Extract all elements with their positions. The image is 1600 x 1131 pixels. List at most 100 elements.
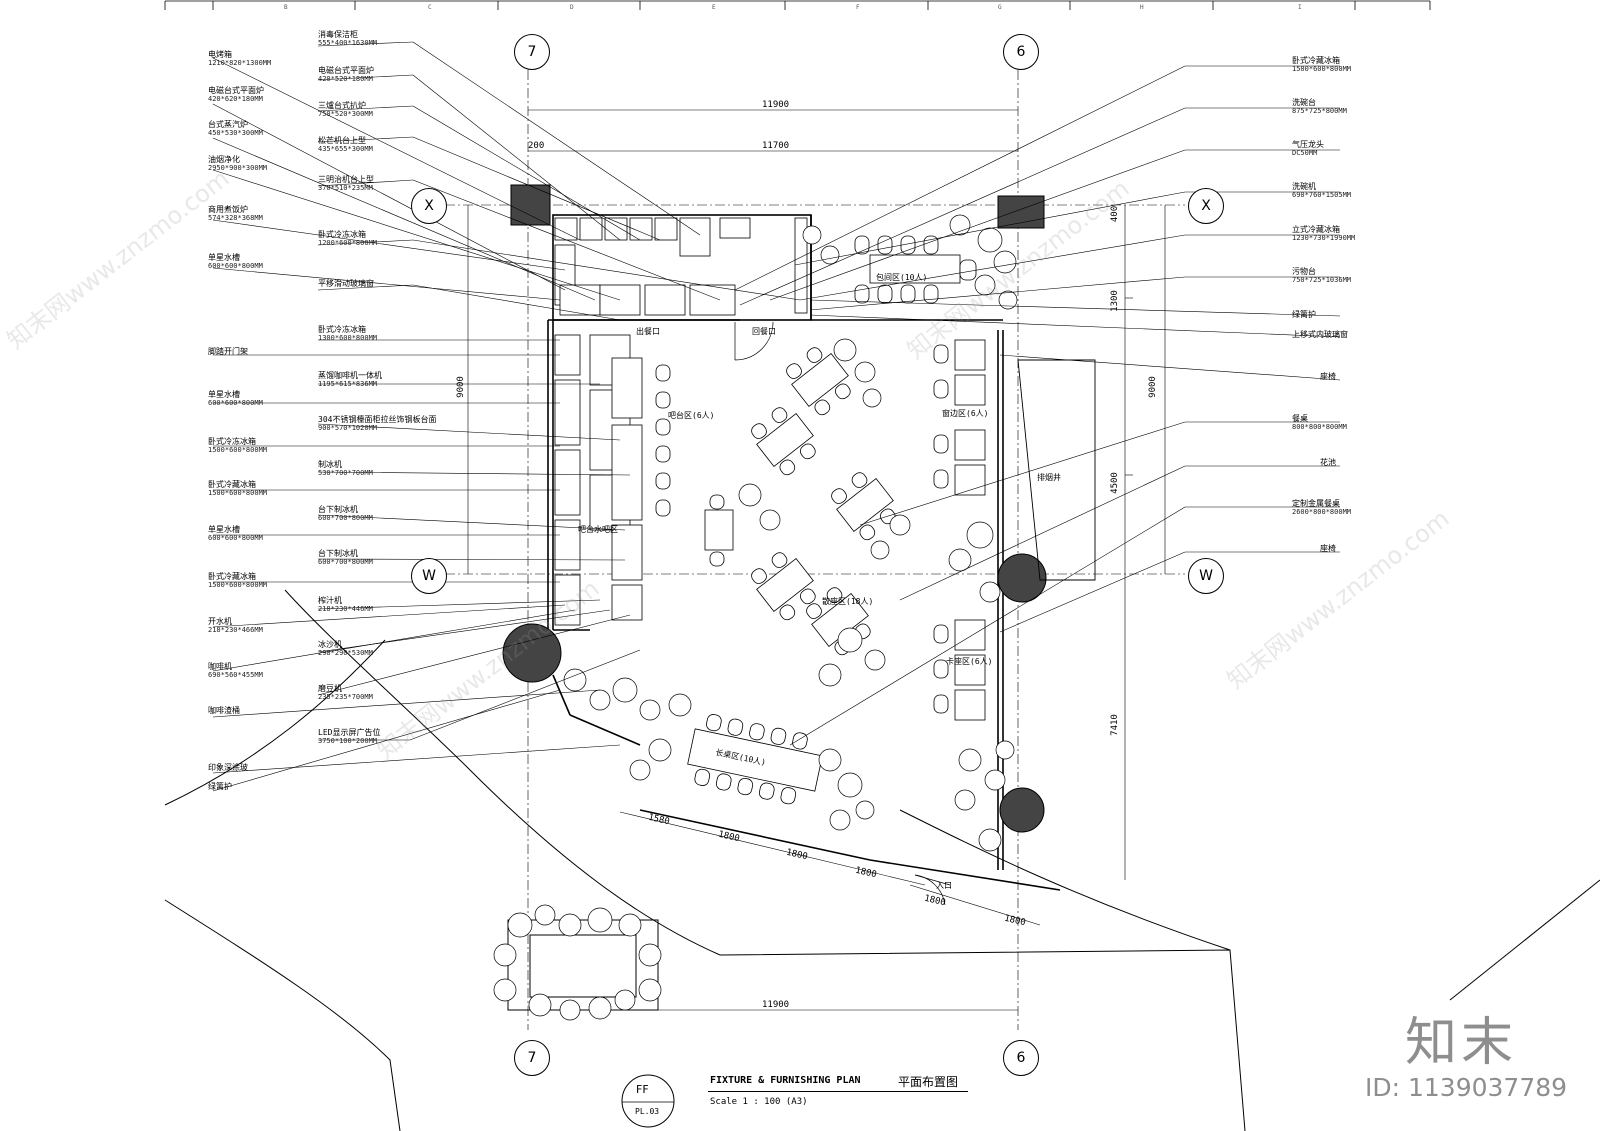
- watermark-id: ID: 1139037789: [1365, 1073, 1568, 1102]
- grid-lines: [445, 70, 1185, 1030]
- dimension-right-seg3: 7410: [1109, 714, 1120, 736]
- dimension-lines: [467, 109, 1166, 1011]
- label-left: 脚踏开门架: [208, 347, 248, 356]
- grid-bubble-w-right: W: [1188, 558, 1224, 594]
- grid-bubble-x-left: X: [411, 188, 447, 224]
- grid-bubble-x-right: X: [1188, 188, 1224, 224]
- watermark-logo: 知末: [1405, 1013, 1518, 1073]
- zone-bar-seating: 吧台区(6人): [668, 411, 715, 420]
- ruler-letter: D: [570, 4, 574, 11]
- label-right: 花池: [1320, 458, 1336, 467]
- zone-kitchen-door2: 回餐口: [752, 327, 776, 336]
- ruler-letter: G: [998, 4, 1002, 11]
- zone-bar-service: 吧台水吧区: [578, 525, 618, 534]
- dimension-bottom-overall: 11900: [762, 1000, 790, 1010]
- top-ruler: [164, 0, 1431, 10]
- label-right: 座椅: [1320, 372, 1336, 381]
- title-code: FF: [636, 1083, 649, 1096]
- label-right: 上移式内玻璃窗: [1292, 330, 1348, 339]
- ruler-letter: B: [284, 4, 288, 11]
- grid-bubble-6-bottom: 6: [1003, 1040, 1039, 1076]
- zone-kitchen-door1: 出餐口: [636, 327, 660, 336]
- dimension-left-height: 9000: [455, 376, 466, 398]
- label-left: 平移滑动玻璃窗: [318, 279, 374, 288]
- smoke-room: [1017, 359, 1096, 581]
- zone-dining-main: 散座区(18人): [822, 597, 874, 606]
- title-scale: Scale 1 : 100 (A3): [710, 1097, 808, 1107]
- dining-tables: [704, 347, 896, 656]
- dimension-top-small: 200: [528, 141, 545, 151]
- title-cn: 平面布置图: [898, 1075, 959, 1089]
- title-underline: [708, 1091, 968, 1092]
- ruler-letter: C: [428, 4, 432, 11]
- plants: [493, 214, 1018, 1021]
- grid-bubble-7-top: 7: [514, 34, 550, 70]
- grid-bubble-7-bottom: 7: [514, 1040, 550, 1076]
- round-columns: [502, 553, 1047, 833]
- long-table: [687, 714, 823, 805]
- dimension-top-overall: 11900: [762, 100, 790, 110]
- doors: [734, 321, 951, 906]
- ruler-letter: H: [1140, 4, 1144, 11]
- zone-window-seating: 窗边区(6人): [942, 409, 989, 418]
- title-sheet: PL.03: [635, 1107, 660, 1116]
- label-left: 绿篱护: [208, 782, 232, 791]
- kitchen-equipment: [554, 217, 808, 626]
- private-room-tables: [854, 235, 977, 304]
- ruler-letter: I: [1298, 4, 1302, 11]
- title-bubble: [621, 1074, 675, 1128]
- leader-lines-right: [734, 65, 1341, 746]
- site-boundary: [164, 589, 1600, 1131]
- zone-private-room: 包间区(10人): [876, 273, 928, 282]
- dimension-right-seg2: 4500: [1109, 472, 1120, 494]
- zone-entrance: 入口: [936, 881, 952, 890]
- label-right: 绿篱护: [1292, 310, 1316, 319]
- grid-bubble-6-top: 6: [1003, 34, 1039, 70]
- label-left: 咖啡渣桶: [208, 706, 240, 715]
- bar-stools: [655, 364, 671, 517]
- dimension-right-seg1: 1300: [1109, 290, 1120, 312]
- dimension-right-height: 9000: [1147, 376, 1158, 398]
- label-left: 印象深涂玻: [208, 763, 248, 772]
- ruler-letter: F: [856, 4, 860, 11]
- zone-smoke-room: 排烟井: [1037, 473, 1061, 482]
- zone-side-seating: 卡座区(6人): [946, 657, 993, 666]
- leader-lines-left: [212, 41, 801, 792]
